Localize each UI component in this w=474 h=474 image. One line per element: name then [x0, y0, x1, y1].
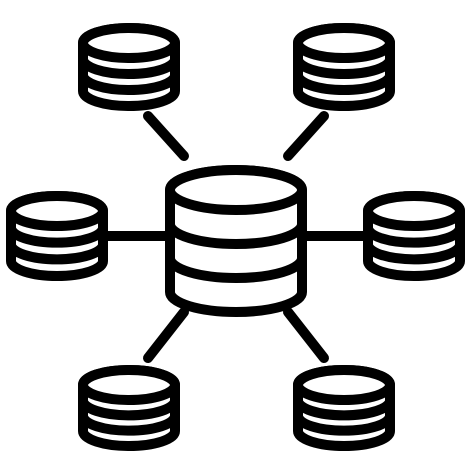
database-top	[363, 191, 465, 231]
connector-line	[283, 307, 329, 363]
right-database-icon	[363, 191, 465, 281]
database-band	[165, 223, 307, 249]
database-top	[165, 165, 307, 215]
connector-lines	[97, 111, 373, 363]
database-band	[293, 414, 395, 436]
database-band	[293, 74, 395, 95]
database-top	[6, 191, 108, 231]
left-database-icon	[6, 191, 108, 281]
database-band	[78, 414, 180, 436]
database-band	[78, 58, 180, 79]
database-top	[78, 365, 180, 405]
database-top	[78, 23, 180, 63]
database-band	[165, 257, 307, 283]
database-band	[6, 243, 108, 265]
connector-line	[283, 111, 329, 161]
database-band	[6, 226, 108, 248]
database-nodes	[6, 23, 465, 451]
database-band	[363, 226, 465, 248]
bottom-right-database-icon	[293, 365, 395, 451]
top-left-database-icon	[78, 23, 180, 111]
database-band	[293, 58, 395, 79]
top-right-database-icon	[293, 23, 395, 111]
database-top	[293, 365, 395, 405]
database-top	[293, 23, 395, 63]
center-database-icon	[165, 165, 307, 317]
connector-line	[143, 111, 189, 161]
database-band	[78, 399, 180, 421]
database-band	[363, 243, 465, 265]
connector-line	[143, 307, 189, 363]
database-band	[78, 74, 180, 95]
database-band	[293, 399, 395, 421]
bottom-left-database-icon	[78, 365, 180, 451]
